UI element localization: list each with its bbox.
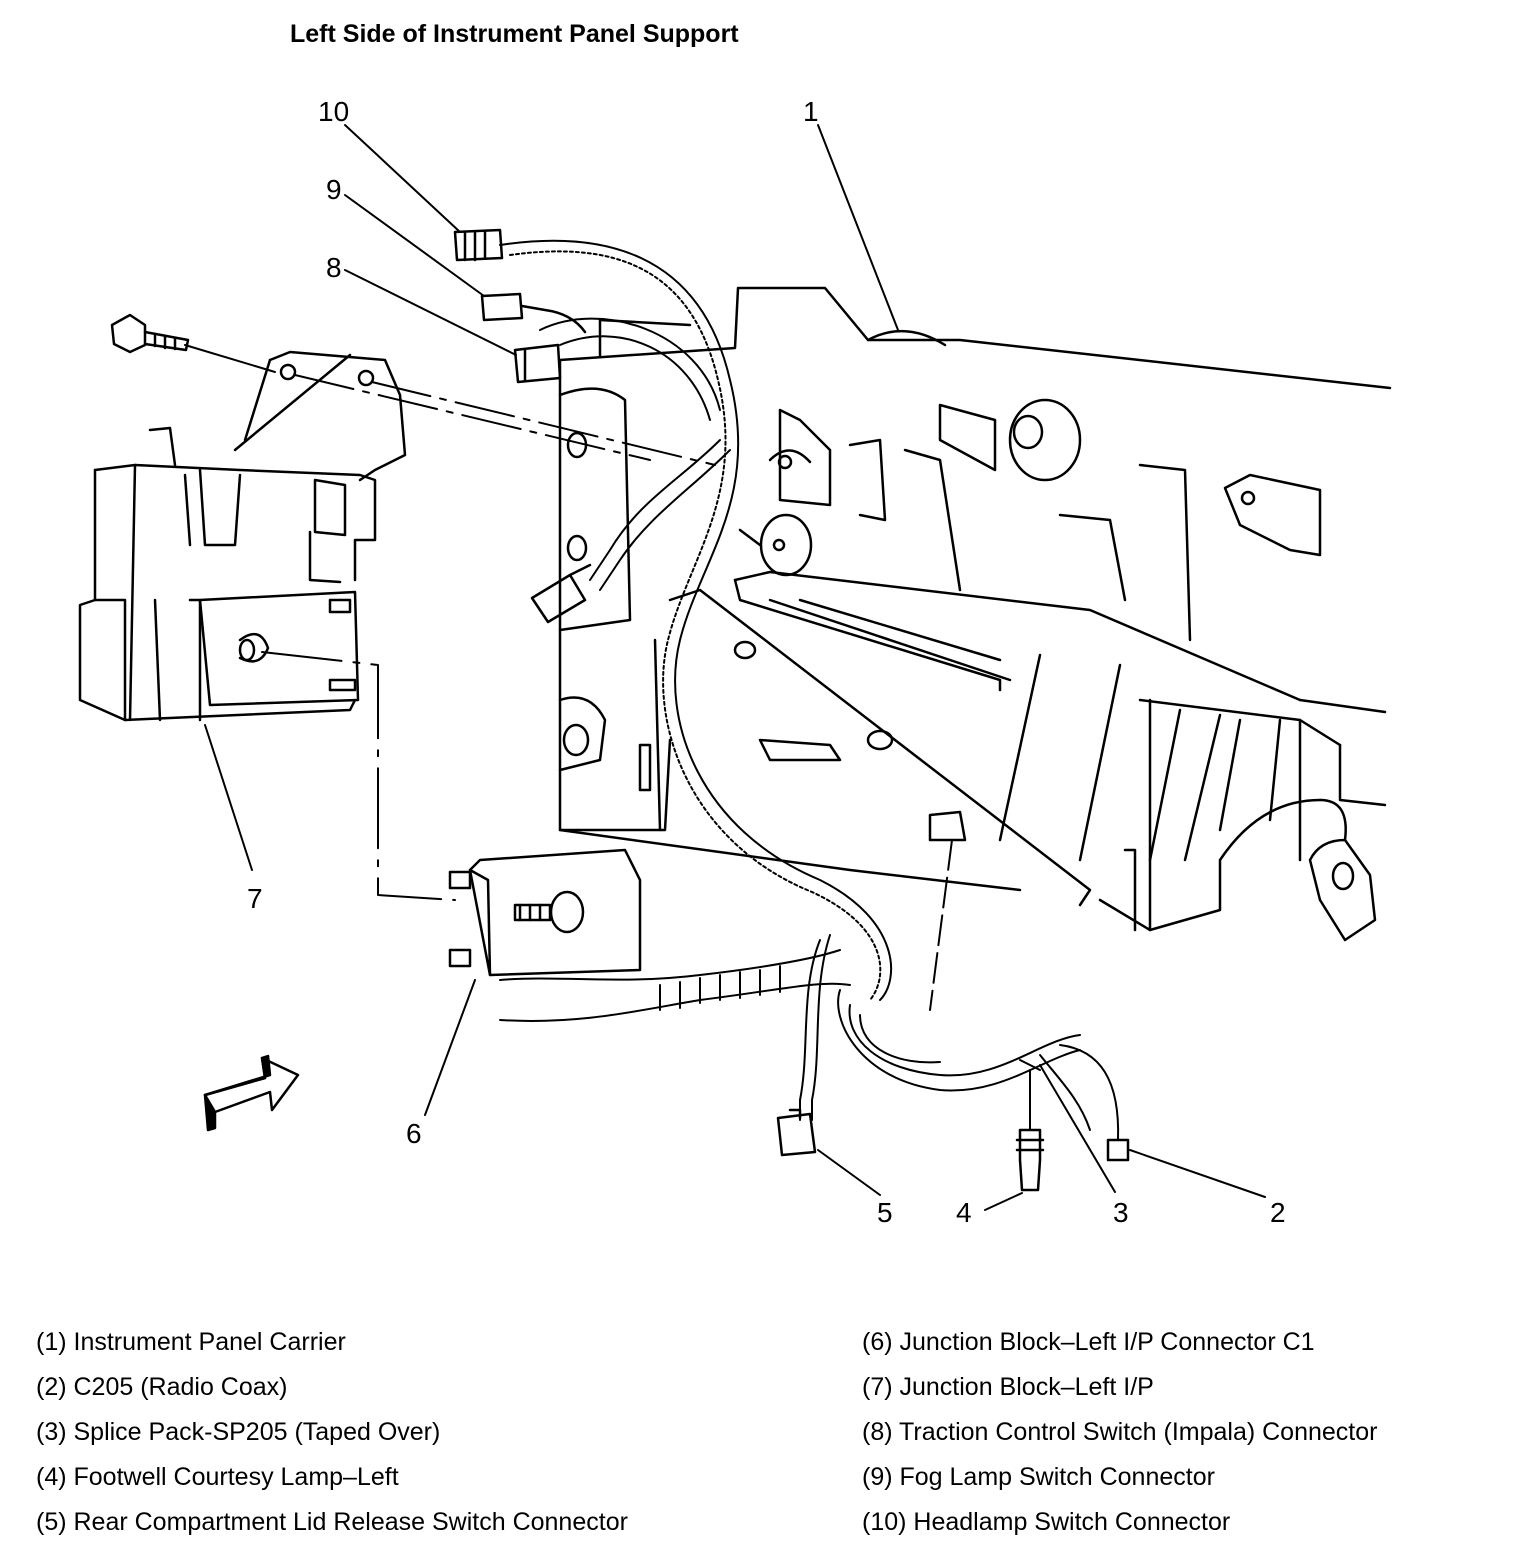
legend-item-1: (1) Instrument Panel Carrier <box>36 1328 346 1356</box>
instrument-panel-carrier <box>558 286 1392 942</box>
footwell-courtesy-lamp <box>1015 1128 1045 1192</box>
legend-item-4: (4) Footwell Courtesy Lamp–Left <box>36 1463 399 1491</box>
callout-3: 3 <box>1113 1197 1129 1228</box>
junction-block-left-ip <box>78 350 407 722</box>
legend-item-2: (2) C205 (Radio Coax) <box>36 1373 288 1401</box>
callout-2: 2 <box>1270 1197 1286 1228</box>
guide-lines <box>184 344 953 1011</box>
legend-item-8: (8) Traction Control Switch (Impala) Con… <box>862 1418 1378 1446</box>
callout-7: 7 <box>247 883 263 914</box>
instrument-panel-illustration: 10 9 8 1 7 6 5 4 3 2 <box>78 96 1392 1228</box>
junction-block-connector-c1 <box>448 848 642 977</box>
legend-item-10: (10) Headlamp Switch Connector <box>862 1508 1231 1536</box>
harness-connector <box>530 563 592 624</box>
bolt <box>110 313 190 354</box>
radio-coax-connector <box>1106 1138 1130 1162</box>
wiring-harness <box>499 239 1120 1141</box>
legend-item-7: (7) Junction Block–Left I/P <box>862 1373 1154 1401</box>
fog-lamp-switch-connector <box>480 292 587 334</box>
diagram-title: Left Side of Instrument Panel Support <box>290 20 739 48</box>
legend-item-3: (3) Splice Pack-SP205 (Taped Over) <box>36 1418 441 1446</box>
callout-8: 8 <box>326 252 342 283</box>
legend-item-6: (6) Junction Block–Left I/P Connector C1 <box>862 1328 1315 1356</box>
legend-item-9: (9) Fog Lamp Switch Connector <box>862 1463 1215 1491</box>
callout-leaders <box>204 124 1266 1211</box>
callout-9: 9 <box>326 174 342 205</box>
legend-left: (1) Instrument Panel Carrier (2) C205 (R… <box>36 1320 628 1545</box>
callout-1: 1 <box>803 96 819 127</box>
direction-arrow-icon <box>203 1054 300 1132</box>
callout-4: 4 <box>956 1197 972 1228</box>
callout-10: 10 <box>318 96 349 127</box>
legend-item-5: (5) Rear Compartment Lid Release Switch … <box>36 1508 628 1536</box>
traction-control-connector <box>513 343 562 384</box>
callout-5: 5 <box>877 1197 893 1228</box>
headlamp-switch-connector <box>453 228 504 262</box>
rear-compartment-lid-release-connector <box>776 1108 817 1157</box>
callout-6: 6 <box>406 1118 422 1149</box>
legend-right: (6) Junction Block–Left I/P Connector C1… <box>862 1320 1377 1545</box>
